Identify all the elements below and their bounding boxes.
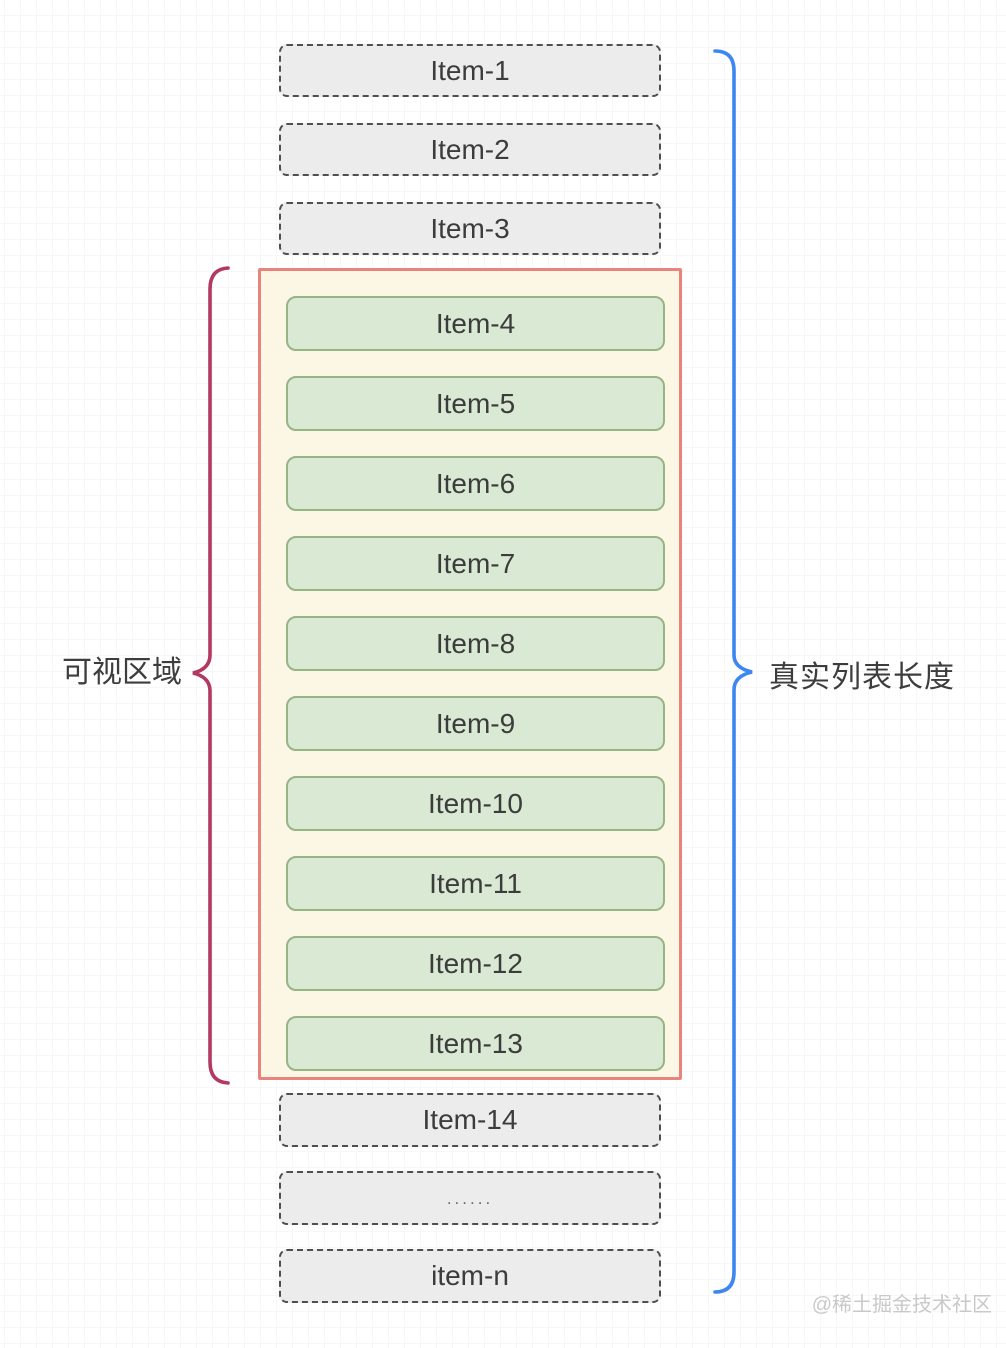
visible-area-label: 可视区域 — [62, 656, 182, 689]
visible-area-brace — [192, 266, 230, 1085]
list-item: Item-4 — [286, 296, 665, 351]
list-item: Item-2 — [279, 123, 661, 176]
list-item: Item-12 — [286, 936, 665, 991]
list-item: Item-7 — [286, 536, 665, 591]
list-item: Item-5 — [286, 376, 665, 431]
list-item: Item-6 — [286, 456, 665, 511]
list-item: Item-10 — [286, 776, 665, 831]
full-list-length-label: 真实列表长度 — [769, 661, 955, 694]
list-item: Item-3 — [279, 202, 661, 255]
watermark: @稀土掘金技术社区 — [811, 1294, 992, 1316]
list-item: Item-11 — [286, 856, 665, 911]
list-item: Item-14 — [279, 1093, 661, 1147]
full-list-brace — [713, 49, 753, 1294]
list-item: ...... — [279, 1171, 661, 1225]
list-item: item-n — [279, 1249, 661, 1303]
list-item: Item-1 — [279, 44, 661, 97]
list-item: Item-13 — [286, 1016, 665, 1071]
hidden-items-below: Item-14...... item-n — [279, 1093, 661, 1303]
list-item: Item-8 — [286, 616, 665, 671]
list-item: Item-9 — [286, 696, 665, 751]
